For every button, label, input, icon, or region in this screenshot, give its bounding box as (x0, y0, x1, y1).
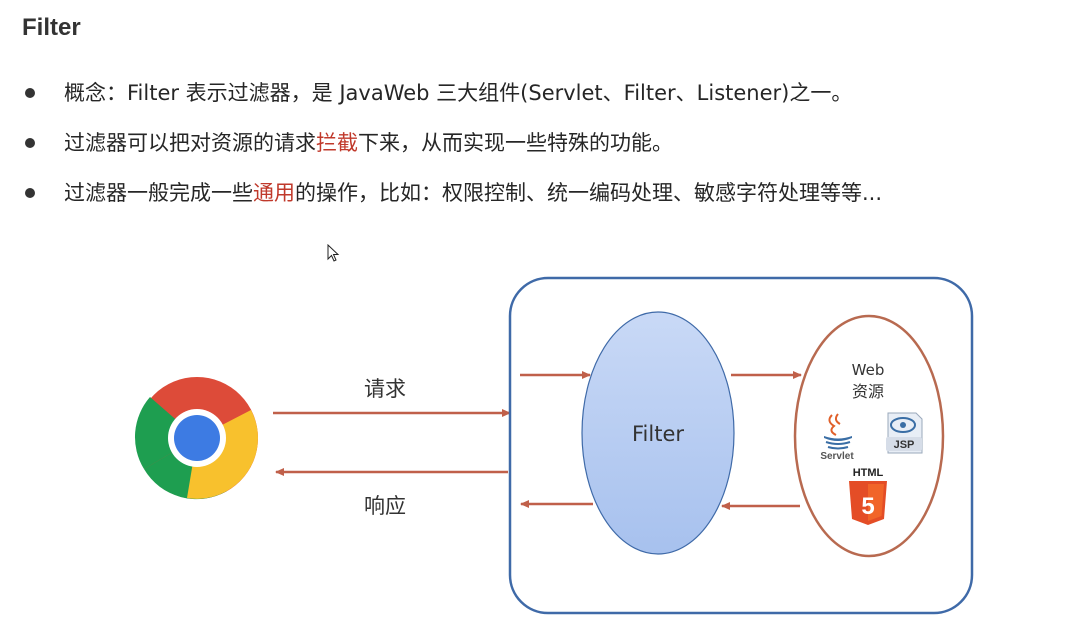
bullet-text-start: 过滤器一般完成一些 (64, 181, 253, 205)
highlight-text: 通用 (253, 181, 295, 205)
bullet-text-end: 下来，从而实现一些特殊的功能。 (358, 131, 673, 155)
filter-label: Filter (632, 422, 684, 446)
bullet-list: 概念：Filter 表示过滤器，是 JavaWeb 三大组件(Servlet、F… (22, 80, 882, 230)
response-label: 响应 (364, 494, 406, 518)
filter-ellipse (581, 311, 735, 555)
servlet-label: Servlet (820, 451, 854, 462)
bullet-item-concept: 概念：Filter 表示过滤器，是 JavaWeb 三大组件(Servlet、F… (22, 80, 882, 106)
bullet-text: 概念：Filter 表示过滤器，是 JavaWeb 三大组件(Servlet、F… (64, 81, 853, 105)
web-resource-ellipse (793, 314, 945, 558)
bullet-item-usage: 过滤器一般完成一些通用的操作，比如：权限控制、统一编码处理、敏感字符处理等等..… (22, 180, 882, 206)
resource-title-web: Web (852, 361, 885, 379)
bullet-item-intercept: 过滤器可以把对资源的请求拦截下来，从而实现一些特殊的功能。 (22, 130, 882, 156)
jsp-icon (886, 412, 923, 454)
page-title: Filter (22, 14, 81, 41)
bullet-dot-icon (25, 88, 35, 98)
resource-title-resource: 资源 (852, 382, 884, 401)
bullet-text-end: 的操作，比如：权限控制、统一编码处理、敏感字符处理等等... (295, 181, 883, 205)
bullet-dot-icon (25, 188, 35, 198)
jsp-label: JSP (894, 439, 915, 451)
bullet-text-start: 过滤器可以把对资源的请求 (64, 131, 316, 155)
bullet-dot-icon (25, 138, 35, 148)
server-container (508, 276, 974, 615)
request-label: 请求 (364, 377, 406, 401)
html5-icon (849, 481, 887, 525)
java-icon (824, 413, 852, 450)
html-label: HTML (853, 467, 884, 479)
mouse-cursor-icon (327, 244, 340, 262)
html5-digit: 5 (861, 493, 874, 520)
chrome-icon (134, 377, 258, 500)
highlight-text: 拦截 (316, 131, 358, 155)
